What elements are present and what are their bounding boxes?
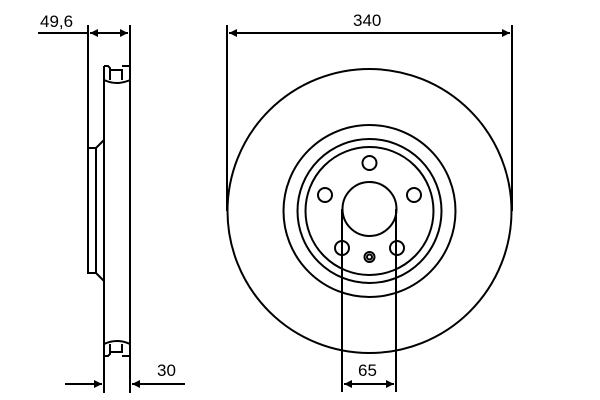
front-view [226, 25, 513, 392]
hat-inner-circle [304, 146, 435, 276]
dimension-label-30: 30 [157, 361, 176, 380]
locating-screw-hole [363, 251, 376, 263]
hat-section [87, 139, 105, 282]
dimension-label-65: 65 [358, 361, 377, 380]
dimension-label-340: 340 [353, 11, 382, 30]
outer-rim-circle [226, 68, 513, 354]
dimension-label-49-6: 49,6 [40, 12, 74, 31]
vent-detail-top [103, 65, 131, 84]
bolt-hole [317, 187, 333, 203]
center-bore-circle [341, 181, 398, 237]
hat-step-circle [296, 138, 443, 284]
locating-screw-hole-inner [366, 253, 373, 261]
hat-outer-circle [282, 124, 457, 298]
bolt-hole [406, 187, 422, 203]
vent-detail-bottom [103, 340, 131, 357]
side-view [38, 25, 185, 393]
bolt-hole [361, 155, 378, 171]
